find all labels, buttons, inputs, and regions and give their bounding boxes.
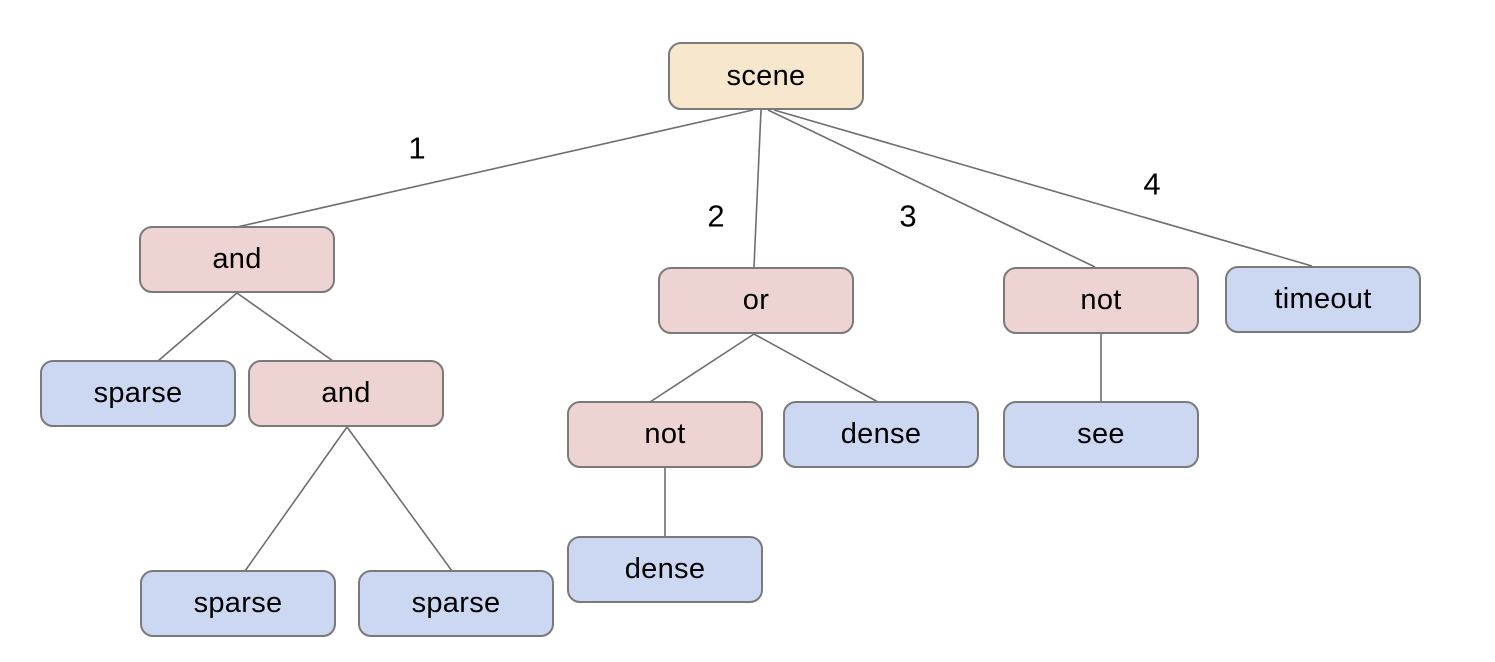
node-sparse-3: sparse bbox=[358, 570, 554, 637]
edge-and2-sparse2 bbox=[244, 426, 348, 572]
node-or: or bbox=[658, 267, 854, 334]
node-not: not bbox=[1003, 267, 1199, 334]
node-dense-2: dense bbox=[567, 536, 763, 603]
edge-label-4: 4 bbox=[1143, 166, 1161, 202]
edge-or-not bbox=[649, 333, 755, 403]
edge-label-2: 2 bbox=[707, 198, 725, 234]
edge-scene-timeout bbox=[773, 109, 1313, 267]
node-and: and bbox=[139, 226, 335, 293]
edge-and-sparse bbox=[157, 292, 238, 362]
node-scene: scene bbox=[668, 42, 864, 110]
edge-and-and bbox=[236, 292, 334, 362]
edge-label-3: 3 bbox=[899, 198, 917, 234]
edge-or-dense bbox=[753, 333, 879, 403]
node-dense-1: dense bbox=[783, 401, 979, 468]
node-see: see bbox=[1003, 401, 1199, 468]
edge-scene-or bbox=[753, 109, 762, 268]
node-sparse-1: sparse bbox=[40, 360, 236, 427]
node-and-2: and bbox=[248, 360, 444, 427]
node-not-2: not bbox=[567, 401, 763, 468]
edge-scene-not bbox=[767, 109, 1096, 268]
edge-scene-and bbox=[236, 109, 754, 228]
edge-label-1: 1 bbox=[408, 130, 426, 166]
node-sparse-2: sparse bbox=[140, 570, 336, 637]
edge-and2-sparse3 bbox=[346, 426, 453, 572]
node-timeout: timeout bbox=[1225, 266, 1421, 333]
